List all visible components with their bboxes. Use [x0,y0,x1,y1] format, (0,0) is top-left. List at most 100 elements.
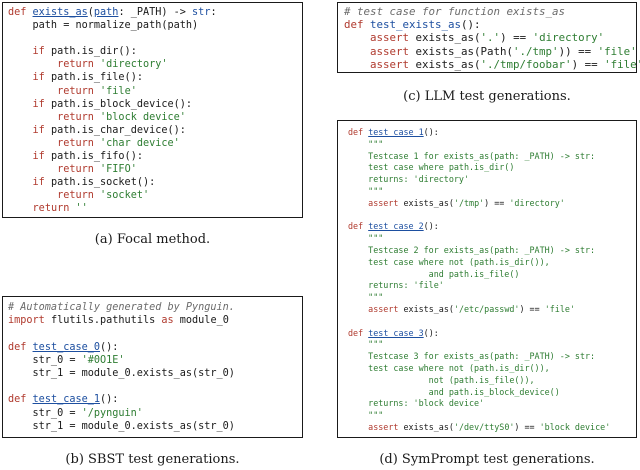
code-token: (): [423,327,439,338]
code-token: # Automatically generated by Pynguin. [8,302,235,313]
code-token: ) == [484,197,510,208]
code-token: if [32,72,45,84]
code-token: exists_as( [409,31,481,45]
code-token: ) == [519,303,545,314]
sbst-tests-code: # Automatically generated by Pynguin. imp… [8,301,235,433]
code-token: 'file' [100,85,137,97]
code-token: return [57,59,94,71]
code-line: Testcase 3 for exists_as(path: _PATH) ->… [348,351,610,363]
code-token [8,46,33,57]
code-line: """ [348,139,610,151]
code-line: def test_case_0(): [8,341,235,354]
code-token: 'directory' [532,31,605,45]
code-token: 'file' [604,57,640,71]
code-token: test case where not (path.is_dir()), [348,256,550,267]
code-token: './tmp/foobar' [480,57,572,71]
code-token: path.is_block_device(): [44,98,193,110]
code-token: '' [75,203,88,215]
code-token [8,72,33,83]
sbst-tests-caption: (b) SBST test generations. [65,452,240,467]
code-line: returns: 'directory' [348,174,610,186]
code-line [8,380,235,393]
code-token: path.is_file(): [44,72,143,84]
code-token: str_1 = module_0.exists_as(str_0) [8,368,235,380]
code-token: 'file' [544,303,575,314]
code-token: exists_as( [398,421,454,432]
code-line: # test case for function exists_as [344,5,640,18]
code-token: test_case_0 [32,341,101,353]
code-token: exists_as( [398,303,454,314]
code-token: def [344,18,364,32]
code-line: return 'FIFO' [8,163,217,176]
code-token: def [8,341,27,353]
code-token: import [8,315,45,327]
code-line: assert exists_as('/tmp') == 'directory' [348,198,610,210]
code-line [8,32,217,45]
code-token: ( [87,7,94,18]
code-token: ) == [500,31,533,45]
code-token: returns: 'block device' [348,398,485,409]
code-line: return '' [8,202,217,215]
code-line: return 'directory' [8,58,217,71]
code-token: (): [461,18,481,32]
code-token: # test case for function exists_as [344,5,566,18]
symprompt-tests-code: def test_case_1(): """ Testcase 1 for ex… [348,127,610,434]
code-token: return [57,111,94,123]
code-token: str_0 = [8,407,82,419]
code-token: def [348,327,364,338]
code-token: if [32,151,45,163]
code-token: test_case_1 [32,394,101,406]
symprompt-tests-caption: (d) SymPrompt test generations. [379,452,595,467]
code-token [8,151,33,162]
code-line: """ [348,292,610,304]
code-line: def test_case_1(): [348,127,610,139]
code-line: returns: 'block device' [348,398,610,410]
code-token: """ [348,339,384,350]
code-token: module_0 [173,315,229,327]
code-token [348,198,368,208]
code-line: return 'socket' [8,189,217,202]
code-line: def test_case_1(): [8,393,235,406]
code-token: returns: 'file' [348,280,444,291]
code-token: and path.is_file() [348,268,520,279]
code-token: assert [370,57,410,71]
code-token: return [57,164,94,176]
code-line: returns: 'file' [348,280,610,292]
code-token: Testcase 2 for exists_as(path: _PATH) ->… [348,244,596,255]
code-line: assert exists_as('.') == 'directory' [344,31,640,44]
code-line: not (path.is_file()), [348,375,610,387]
code-line: return 'char device' [8,137,217,150]
code-token: return [57,85,94,97]
code-token: '/etc/passwd' [453,303,520,314]
code-token: 'file' [597,44,637,58]
code-token: path.is_socket(): [44,177,156,189]
code-line: def test_case_2(): [348,221,610,233]
code-token [8,138,57,149]
code-token: (): [100,394,119,406]
code-token: Testcase 1 for exists_as(path: _PATH) ->… [348,150,596,161]
code-line: str_1 = module_0.exists_as(str_0) [8,420,235,433]
code-token: """ [348,185,384,196]
code-line [348,316,610,328]
code-line: # Automatically generated by Pynguin. [8,301,235,314]
code-token: path = normalize_path(path) [8,20,199,32]
code-token [8,164,57,175]
code-token: return [57,190,94,202]
code-token: (): [423,127,439,137]
code-token: assert [368,197,399,208]
code-token: exists_as( [398,197,454,208]
symprompt-tests-panel: def test_case_1(): """ Testcase 1 for ex… [337,120,637,438]
code-token: test_exists_as [370,18,462,32]
code-token [348,304,368,314]
code-token: (): [423,221,439,232]
code-token: Testcase 3 for exists_as(path: _PATH) ->… [348,351,596,362]
code-token: path [93,7,119,18]
code-token: test_case_1 [368,127,424,137]
code-line: """ [348,410,610,422]
code-line: and path.is_file() [348,269,610,281]
code-token: test_case_2 [368,221,424,232]
code-line: Testcase 2 for exists_as(path: _PATH) ->… [348,245,610,257]
code-token: 'directory' [509,197,565,208]
code-token: """ [348,410,384,421]
